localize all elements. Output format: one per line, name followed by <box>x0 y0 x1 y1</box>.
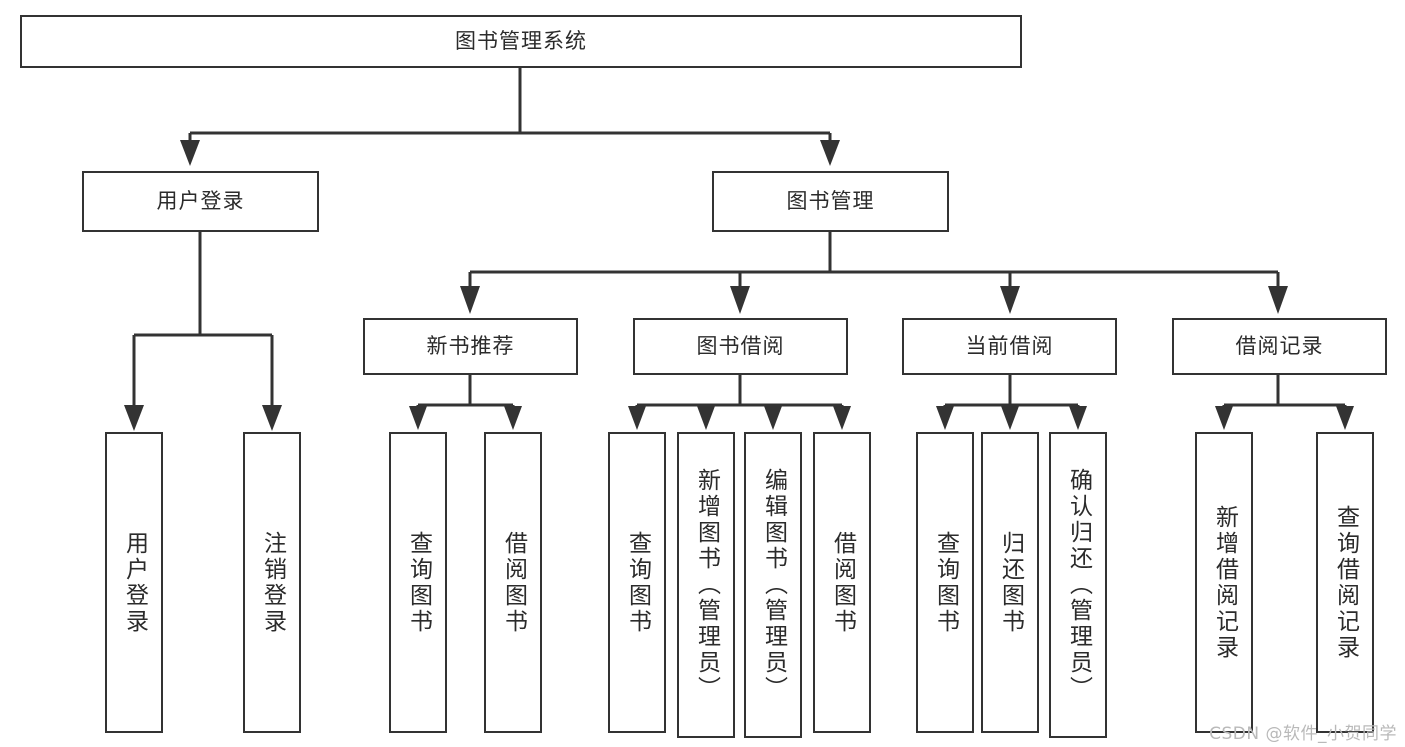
node-leaf-query-book-recommend[interactable]: 查询图书 <box>389 432 447 733</box>
node-leaf-edit-book-admin[interactable]: 编辑图书（管理员） <box>744 432 802 738</box>
node-leaf-query-book-current[interactable]: 查询图书 <box>916 432 974 733</box>
node-leaf-add-book-admin[interactable]: 新增图书（管理员） <box>677 432 735 738</box>
arrowhead-user-login <box>180 140 200 166</box>
node-label: 注销登录 <box>259 530 286 635</box>
arrowhead-userlogin-leaf1 <box>124 405 144 431</box>
node-label: 借阅图书 <box>500 530 527 635</box>
node-label: 图书管理 <box>786 189 875 214</box>
node-leaf-logout[interactable]: 注销登录 <box>243 432 301 733</box>
node-leaf-add-borrow-record[interactable]: 新增借阅记录 <box>1195 432 1253 733</box>
arrowhead-record-leaf2 <box>1336 406 1354 430</box>
node-label: 图书借阅 <box>696 334 785 359</box>
node-label: 查询图书 <box>405 530 432 635</box>
arrowhead-record-leaf1 <box>1215 406 1233 430</box>
arrowhead-newbook-leaf1 <box>409 406 427 430</box>
node-root-book-management-system[interactable]: 图书管理系统 <box>20 15 1022 68</box>
node-leaf-borrow-book-recommend[interactable]: 借阅图书 <box>484 432 542 733</box>
node-label: 编辑图书（管理员） <box>760 468 787 702</box>
node-leaf-borrow-book[interactable]: 借阅图书 <box>813 432 871 733</box>
node-label: 查询借阅记录 <box>1332 504 1359 661</box>
arrowhead-current-leaf2 <box>1001 406 1019 430</box>
arrowhead-borrow-leaf2 <box>697 406 715 430</box>
node-label: 借阅记录 <box>1235 334 1324 359</box>
arrowhead-record <box>1268 286 1288 314</box>
node-new-book-recommend[interactable]: 新书推荐 <box>363 318 578 375</box>
node-user-login[interactable]: 用户登录 <box>82 171 319 232</box>
node-borrow-record[interactable]: 借阅记录 <box>1172 318 1387 375</box>
node-label: 新增图书（管理员） <box>693 468 720 702</box>
node-leaf-query-borrow-record[interactable]: 查询借阅记录 <box>1316 432 1374 733</box>
csdn-watermark: CSDN @软件_小贺同学 <box>1209 724 1397 744</box>
node-label: 图书管理系统 <box>455 29 587 54</box>
node-label: 新增借阅记录 <box>1211 504 1238 661</box>
node-book-borrow[interactable]: 图书借阅 <box>633 318 848 375</box>
node-current-borrow[interactable]: 当前借阅 <box>902 318 1117 375</box>
node-leaf-query-book-borrow[interactable]: 查询图书 <box>608 432 666 733</box>
node-label: 查询图书 <box>624 530 651 635</box>
arrowhead-current-leaf3 <box>1069 406 1087 430</box>
arrowhead-current <box>1000 286 1020 314</box>
node-label: 确认归还（管理员） <box>1065 468 1092 702</box>
node-leaf-confirm-return-admin[interactable]: 确认归还（管理员） <box>1049 432 1107 738</box>
node-label: 借阅图书 <box>829 530 856 635</box>
arrowhead-newbook-leaf2 <box>504 406 522 430</box>
arrowhead-borrow-leaf3 <box>764 406 782 430</box>
node-label: 新书推荐 <box>426 334 515 359</box>
node-label: 归还图书 <box>997 530 1024 635</box>
node-label: 当前借阅 <box>965 334 1054 359</box>
node-label: 查询图书 <box>932 530 959 635</box>
node-label: 用户登录 <box>121 530 148 635</box>
node-leaf-return-book[interactable]: 归还图书 <box>981 432 1039 733</box>
arrowhead-newbook <box>460 286 480 314</box>
node-label: 用户登录 <box>156 189 245 214</box>
node-book-management[interactable]: 图书管理 <box>712 171 949 232</box>
node-leaf-user-login[interactable]: 用户登录 <box>105 432 163 733</box>
arrowhead-borrow <box>730 286 750 314</box>
arrowhead-book-mgmt <box>820 140 840 166</box>
arrowhead-current-leaf1 <box>936 406 954 430</box>
arrowhead-borrow-leaf1 <box>628 406 646 430</box>
arrowhead-borrow-leaf4 <box>833 406 851 430</box>
arrowhead-userlogin-leaf2 <box>262 405 282 431</box>
